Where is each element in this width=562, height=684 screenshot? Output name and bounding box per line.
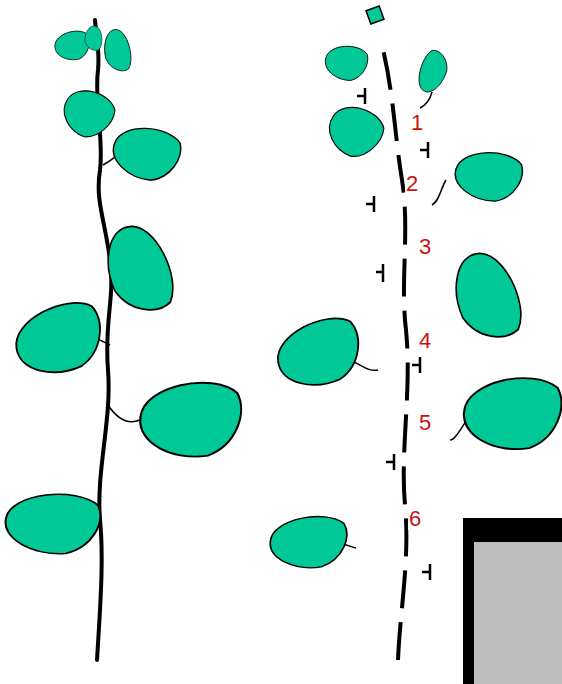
photo-thumbnail — [463, 518, 562, 684]
callout-number: 6 — [408, 508, 422, 530]
callout-number: 5 — [418, 412, 432, 434]
intact-plant — [6, 20, 246, 660]
callout-number: 3 — [418, 236, 432, 258]
callout-number: 4 — [418, 330, 432, 352]
callout-number: 2 — [405, 173, 419, 195]
callout-number: 1 — [410, 112, 424, 134]
